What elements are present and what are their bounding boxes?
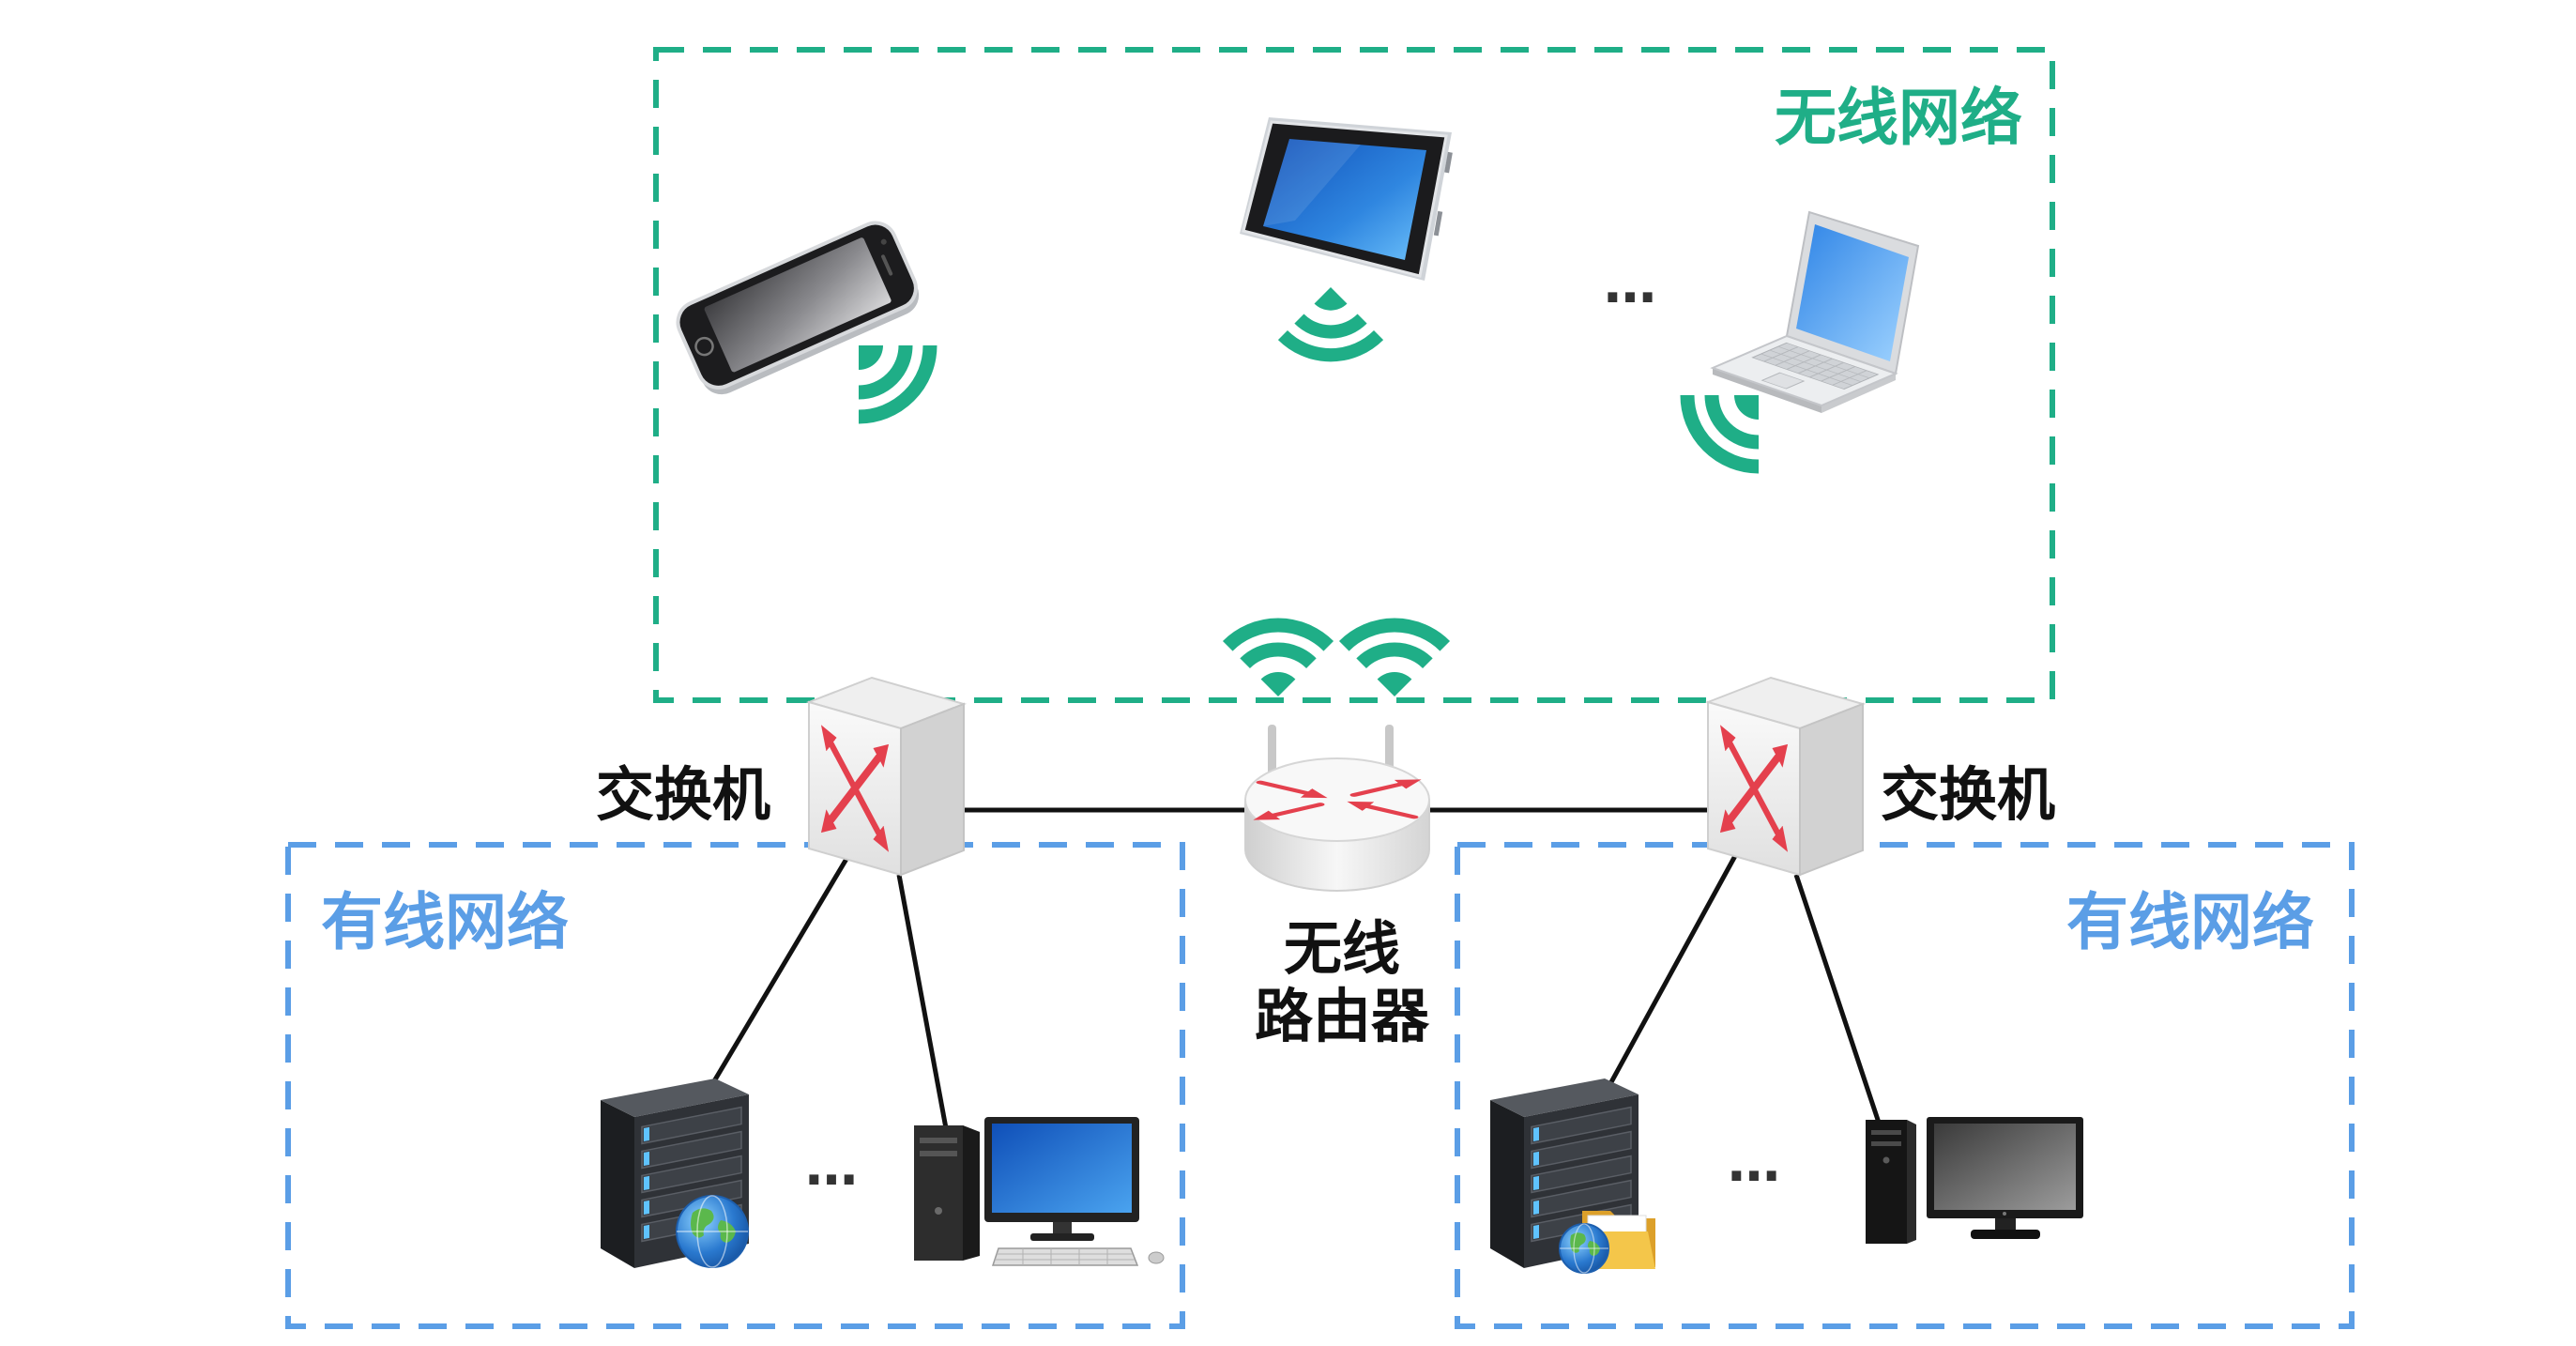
wired-network-label-left: 有线网络 <box>321 886 569 958</box>
router-label-line2: 路由器 <box>1255 982 1430 1050</box>
wired-network-zone-left <box>285 842 1185 1329</box>
pc-monitor-screen <box>1934 1124 2076 1210</box>
file-server-icon <box>1490 1078 1655 1274</box>
smartphone-icon <box>676 221 920 395</box>
tablet-icon <box>1240 117 1453 281</box>
tablet-side-button <box>1433 210 1443 237</box>
switch-left <box>805 676 968 877</box>
laptop-keyboard <box>1751 342 1880 390</box>
laptop-base-front-edge <box>1713 368 1821 413</box>
wireless-devices-ellipsis: … <box>1604 254 1656 315</box>
server-top-face <box>601 1078 749 1117</box>
wifi-signal-icon-tablet <box>1283 287 1379 355</box>
wifi-signal-icon-router-1 <box>1227 625 1328 696</box>
pc-monitor <box>984 1117 1139 1241</box>
switch-right <box>1704 676 1867 877</box>
server-drive-bays <box>1531 1106 1632 1243</box>
tablet-screen <box>1263 139 1426 260</box>
phone-speaker <box>881 254 893 276</box>
pc-tower <box>914 1125 980 1261</box>
switch-right-label: 交换机 <box>1881 760 2055 829</box>
wired-network-zone-right <box>1455 842 2355 1329</box>
pc-monitor-screen <box>992 1124 1132 1213</box>
pc-monitor <box>1927 1117 2083 1239</box>
link-switch-left-pc <box>896 874 949 1129</box>
web-server-icon <box>601 1078 749 1268</box>
laptop-screen <box>1796 224 1909 361</box>
switch-side-face <box>1799 702 1864 877</box>
link-switch-right-server <box>1604 852 1739 1093</box>
server-left-face <box>1490 1100 1524 1268</box>
pc-keyboard <box>991 1247 1139 1266</box>
router-label-line1: 无线 <box>1284 914 1400 983</box>
switch-side-face <box>900 702 965 877</box>
phone-screen <box>704 237 892 373</box>
wired-devices-ellipsis-left: … <box>805 1137 858 1198</box>
link-switch-left-server <box>706 852 852 1093</box>
server-top-face <box>1490 1078 1639 1117</box>
links <box>706 807 1883 1129</box>
pc-mouse <box>1148 1251 1165 1264</box>
globe-icon <box>676 1195 749 1268</box>
laptop-touchpad <box>1761 372 1806 390</box>
tablet-side-button <box>1444 151 1453 174</box>
wired-devices-ellipsis-right: … <box>1728 1133 1780 1194</box>
router-arrows-icon <box>1253 779 1422 820</box>
switch-arrows-icon <box>1719 725 1789 852</box>
phone-camera <box>880 238 887 245</box>
desktop-pc-icon-left <box>914 1117 1165 1266</box>
switch-arrows-icon <box>820 725 890 852</box>
phone-home-button <box>694 336 714 357</box>
wifi-signal-icon-router-2 <box>1344 625 1444 696</box>
server-left-face <box>601 1100 634 1268</box>
laptop-icon <box>1710 210 1920 413</box>
globe-icon <box>1559 1223 1609 1274</box>
pc-tower <box>1866 1120 1916 1244</box>
wireless-network-label: 无线网络 <box>1775 82 2022 154</box>
desktop-pc-icon-right <box>1866 1117 2083 1244</box>
wireless-network-zone <box>653 47 2055 703</box>
switch-left-label: 交换机 <box>596 760 770 829</box>
wireless-router <box>1244 725 1430 892</box>
laptop-base-side-edge <box>1821 374 1896 413</box>
tablet-screen-glare <box>1263 139 1361 226</box>
wired-network-label-right: 有线网络 <box>2066 886 2314 958</box>
router-top <box>1244 757 1430 842</box>
link-switch-right-pc <box>1793 874 1883 1129</box>
